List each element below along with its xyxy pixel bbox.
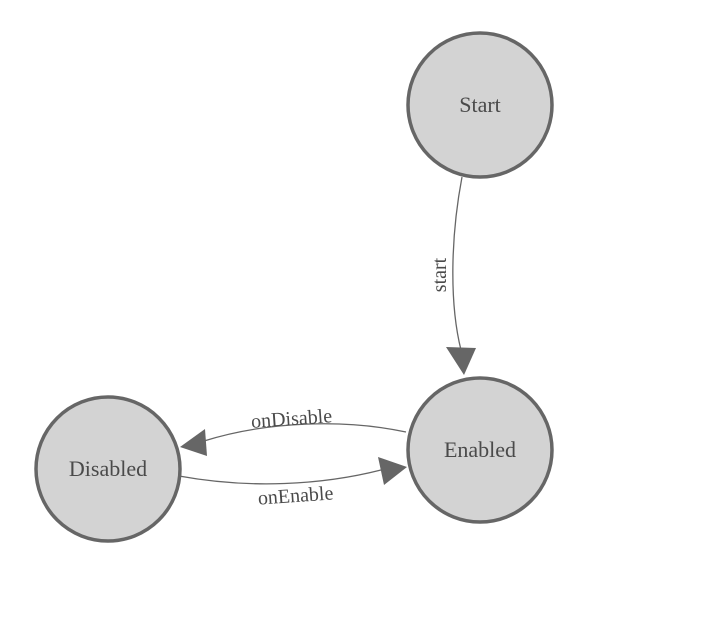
state-node-disabled: Disabled xyxy=(34,395,182,543)
edge-label-ondisable: onDisable xyxy=(250,405,333,433)
state-label-start: Start xyxy=(459,92,501,117)
edge-label-start: start xyxy=(429,257,451,292)
state-node-start: Start xyxy=(406,31,554,179)
edge-label-onenable: onEnable xyxy=(257,482,334,509)
state-node-enabled: Enabled xyxy=(406,376,554,524)
edge-line-onenable xyxy=(178,469,382,485)
state-label-enabled: Enabled xyxy=(444,437,516,462)
edge-line-start xyxy=(452,176,463,351)
arrowhead-down-icon xyxy=(446,347,476,375)
edge-start-to-enabled: start xyxy=(429,176,476,375)
state-circle-start xyxy=(406,31,554,179)
edge-enabled-to-disabled: onDisable xyxy=(180,405,407,456)
state-circle-enabled xyxy=(406,376,554,524)
arrowhead-left-icon xyxy=(180,429,207,456)
arrowhead-right-icon xyxy=(378,457,407,485)
state-circle-disabled xyxy=(34,395,182,543)
state-label-disabled: Disabled xyxy=(69,456,147,481)
edge-line-ondisable xyxy=(203,423,407,442)
edge-disabled-to-enabled: onEnable xyxy=(178,457,407,510)
